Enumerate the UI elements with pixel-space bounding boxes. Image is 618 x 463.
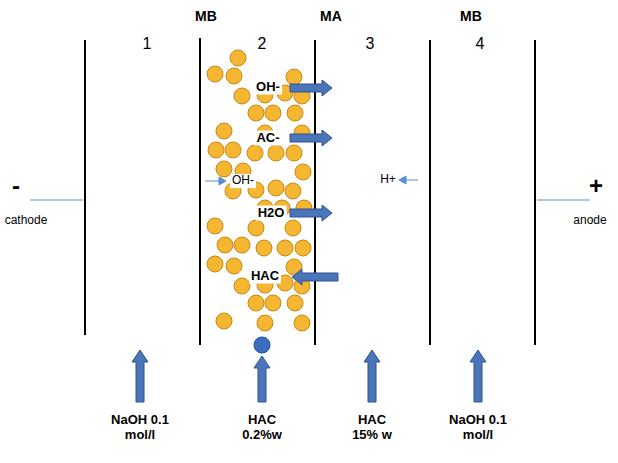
electrode-label: anode — [573, 214, 606, 228]
feed-label: HAC 0.2%w — [237, 413, 287, 443]
resin-bead — [217, 237, 233, 253]
resin-bead — [234, 88, 250, 104]
resin-bead — [295, 240, 311, 256]
resin-bead — [226, 68, 242, 84]
compartment-number: 4 — [476, 35, 485, 53]
resin-bead — [287, 105, 303, 121]
resin-bead — [207, 66, 223, 82]
resin-bead — [256, 240, 272, 256]
resin-bead — [248, 105, 264, 121]
resin-bead — [248, 220, 264, 236]
resin-bead — [207, 218, 223, 234]
electrode-label: cathode — [5, 214, 48, 228]
membrane-label: MB — [195, 8, 217, 24]
ion-label: H+ — [380, 173, 396, 187]
resin-bead — [226, 258, 242, 274]
feed-label: HAC 15% w — [349, 413, 395, 443]
membrane-label: MA — [320, 8, 342, 24]
ion-label: AC- — [254, 131, 281, 146]
resin-bead — [268, 180, 284, 196]
compartment-number: 1 — [143, 35, 152, 53]
resin-bead — [277, 240, 293, 256]
resin-bead — [268, 145, 284, 161]
feed-label: NaOH 0.1 mol/l — [446, 413, 510, 443]
electrode-sign: - — [12, 172, 20, 200]
resin-bead — [207, 256, 223, 272]
ion-label: HAC — [249, 269, 281, 284]
resin-bead — [248, 295, 264, 311]
resin-bead — [234, 237, 250, 253]
membrane-label: MB — [460, 8, 482, 24]
resin-bead — [225, 142, 241, 158]
resin-bead — [285, 183, 301, 199]
resin-bead — [265, 295, 281, 311]
ion-label: OH- — [230, 174, 256, 188]
resin-bead — [286, 145, 302, 161]
resin-bead — [247, 145, 263, 161]
electrode-sign: + — [589, 172, 603, 200]
resin-bead — [208, 142, 224, 158]
resin-bead — [285, 220, 301, 236]
resin-bead — [216, 123, 232, 139]
compartment-number: 3 — [366, 35, 375, 53]
resin-bead — [234, 278, 250, 294]
resin-bead — [286, 69, 302, 85]
ion-label: OH- — [254, 80, 282, 95]
ion-label: H2O — [256, 206, 287, 221]
compartment-number: 2 — [258, 35, 267, 53]
resin-bead — [257, 315, 273, 331]
resin-bead — [295, 164, 311, 180]
feed-label: NaOH 0.1 mol/l — [108, 413, 172, 443]
resin-bead — [230, 50, 246, 66]
resin-bead — [294, 315, 310, 331]
resin-bead — [216, 313, 232, 329]
resin-bead — [265, 105, 281, 121]
resin-bead — [287, 295, 303, 311]
